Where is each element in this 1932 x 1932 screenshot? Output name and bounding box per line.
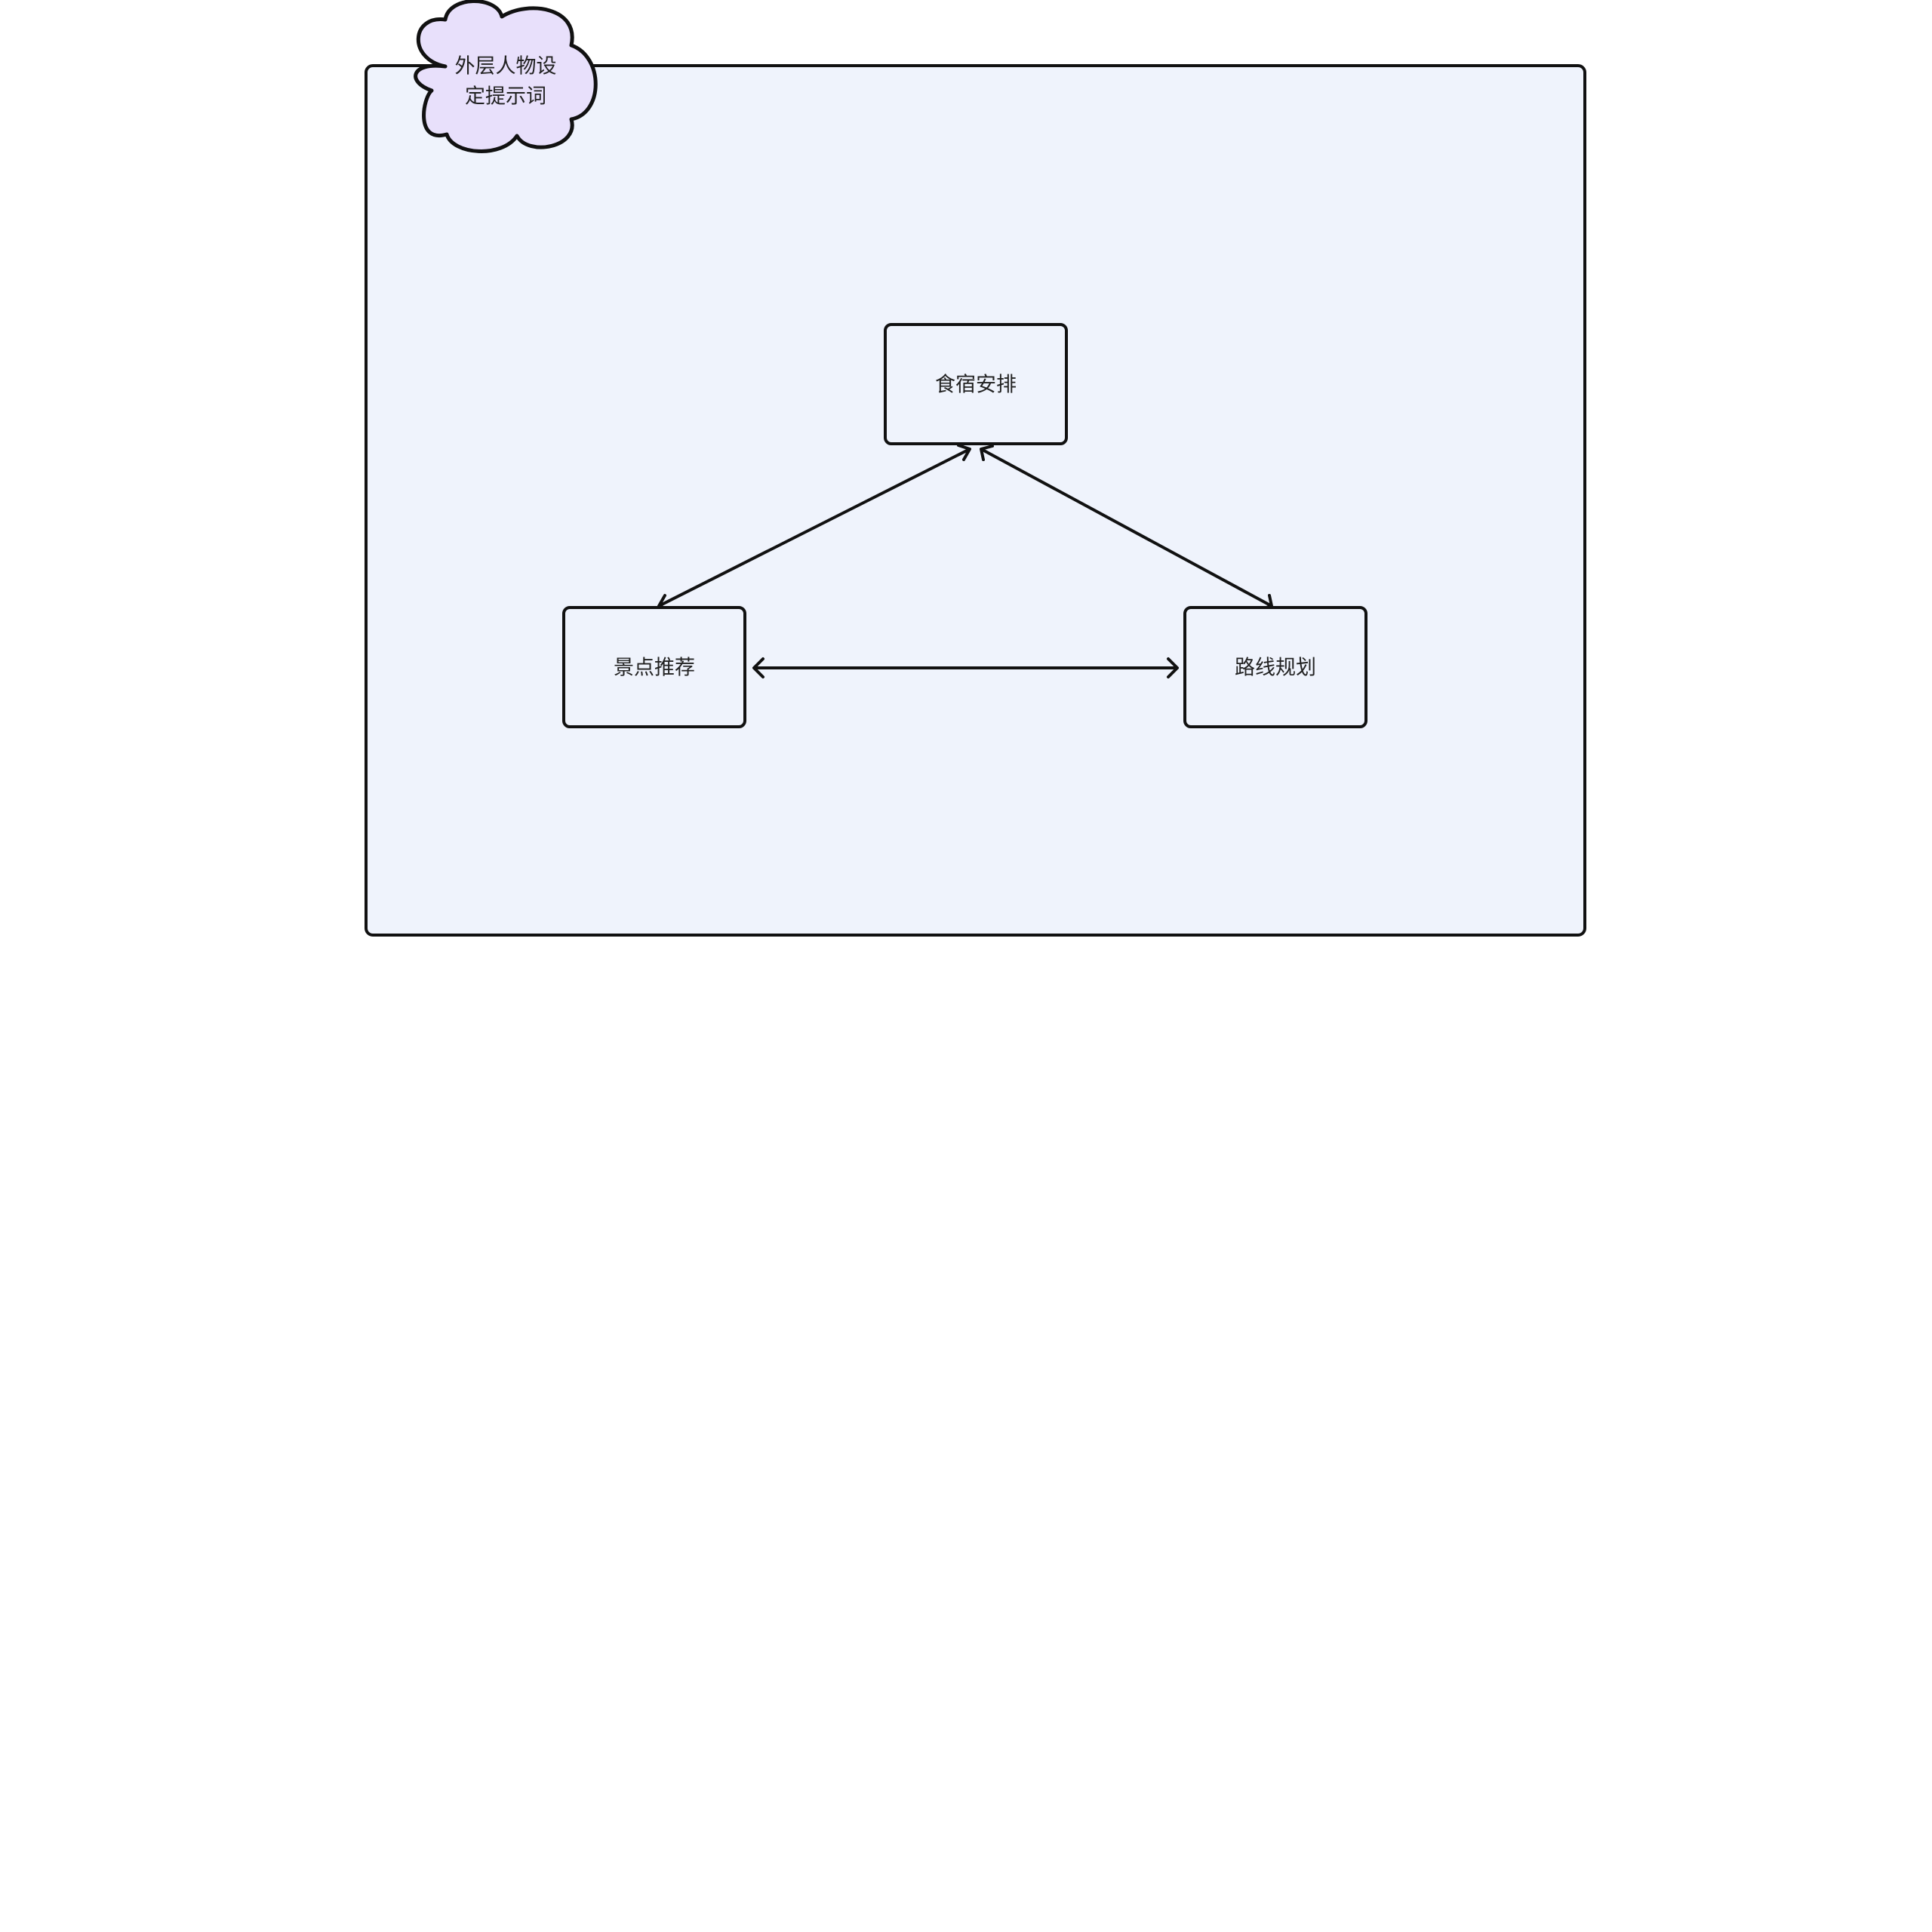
edge-food-lodging-route[interactable] bbox=[980, 448, 1272, 608]
node-attractions[interactable]: 景点推荐 bbox=[562, 606, 746, 728]
node-food-lodging-box bbox=[884, 323, 1068, 445]
node-attractions-box bbox=[562, 606, 746, 728]
arrowhead-food-lodging-top-right bbox=[980, 445, 994, 461]
node-route-label: 路线规划 bbox=[1235, 657, 1316, 680]
node-attractions-label: 景点推荐 bbox=[614, 657, 695, 680]
node-route[interactable]: 路线规划 bbox=[1183, 606, 1367, 728]
edge-food-lodging-attractions[interactable] bbox=[658, 448, 971, 608]
node-food-lodging[interactable]: 食宿安排 bbox=[884, 323, 1068, 445]
cloud-label-line1: 外层人物设 bbox=[455, 55, 557, 78]
node-food-lodging-label: 食宿安排 bbox=[935, 374, 1017, 397]
node-route-box bbox=[1183, 606, 1367, 728]
cloud-shape bbox=[414, 0, 598, 153]
outer-container[interactable] bbox=[365, 64, 1586, 937]
arrowhead-route-left bbox=[1167, 657, 1179, 678]
arrowhead-attractions-right bbox=[752, 657, 764, 678]
cloud-note[interactable]: 外层人物设 定提示词 bbox=[414, 0, 598, 153]
arrowhead-food-lodging-top-left bbox=[957, 444, 971, 461]
cloud-label-line2: 定提示词 bbox=[465, 85, 546, 109]
